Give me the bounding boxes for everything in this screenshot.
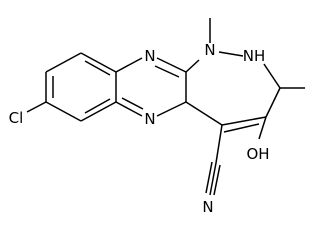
bond [218, 51, 244, 57]
pyrazine-n-bottom-label: N [144, 110, 155, 128]
bond-c-cn [215, 124, 223, 164]
bond [115, 57, 143, 73]
bond [45, 52, 82, 73]
triple-bond [213, 164, 221, 196]
bond [121, 97, 144, 110]
diazepine-ring [185, 51, 281, 133]
molecule-canvas: Cl N N N NH OH N [9, 18, 305, 216]
bond [185, 59, 200, 73]
bond [221, 116, 267, 126]
n-methyl-label: N [204, 41, 215, 59]
triple-bond [205, 161, 213, 194]
bond-c-oh [258, 116, 267, 140]
bond [154, 65, 180, 78]
pyrazine-ring [115, 57, 187, 117]
bond [156, 57, 187, 73]
triple-bond [209, 162, 217, 196]
hydroxyl-label: OH [246, 145, 269, 163]
pyrazine-n-top-label: N [144, 47, 155, 65]
benzene-ring [45, 52, 117, 122]
bond [80, 52, 117, 73]
bond [263, 63, 281, 89]
structure-diagram: Cl N N N NH OH N [9, 18, 305, 216]
nitrile-n-label: N [202, 198, 213, 216]
bond [185, 101, 223, 126]
bond [84, 98, 111, 114]
bond [156, 101, 187, 117]
bond [265, 87, 281, 118]
chlorine-label: Cl [9, 109, 24, 127]
bond [223, 123, 260, 133]
bond [84, 60, 111, 76]
bond-c-cl [26, 101, 47, 113]
bond [45, 101, 82, 122]
nh-label: NH [243, 47, 266, 65]
bond [115, 101, 143, 117]
bond [80, 101, 117, 122]
